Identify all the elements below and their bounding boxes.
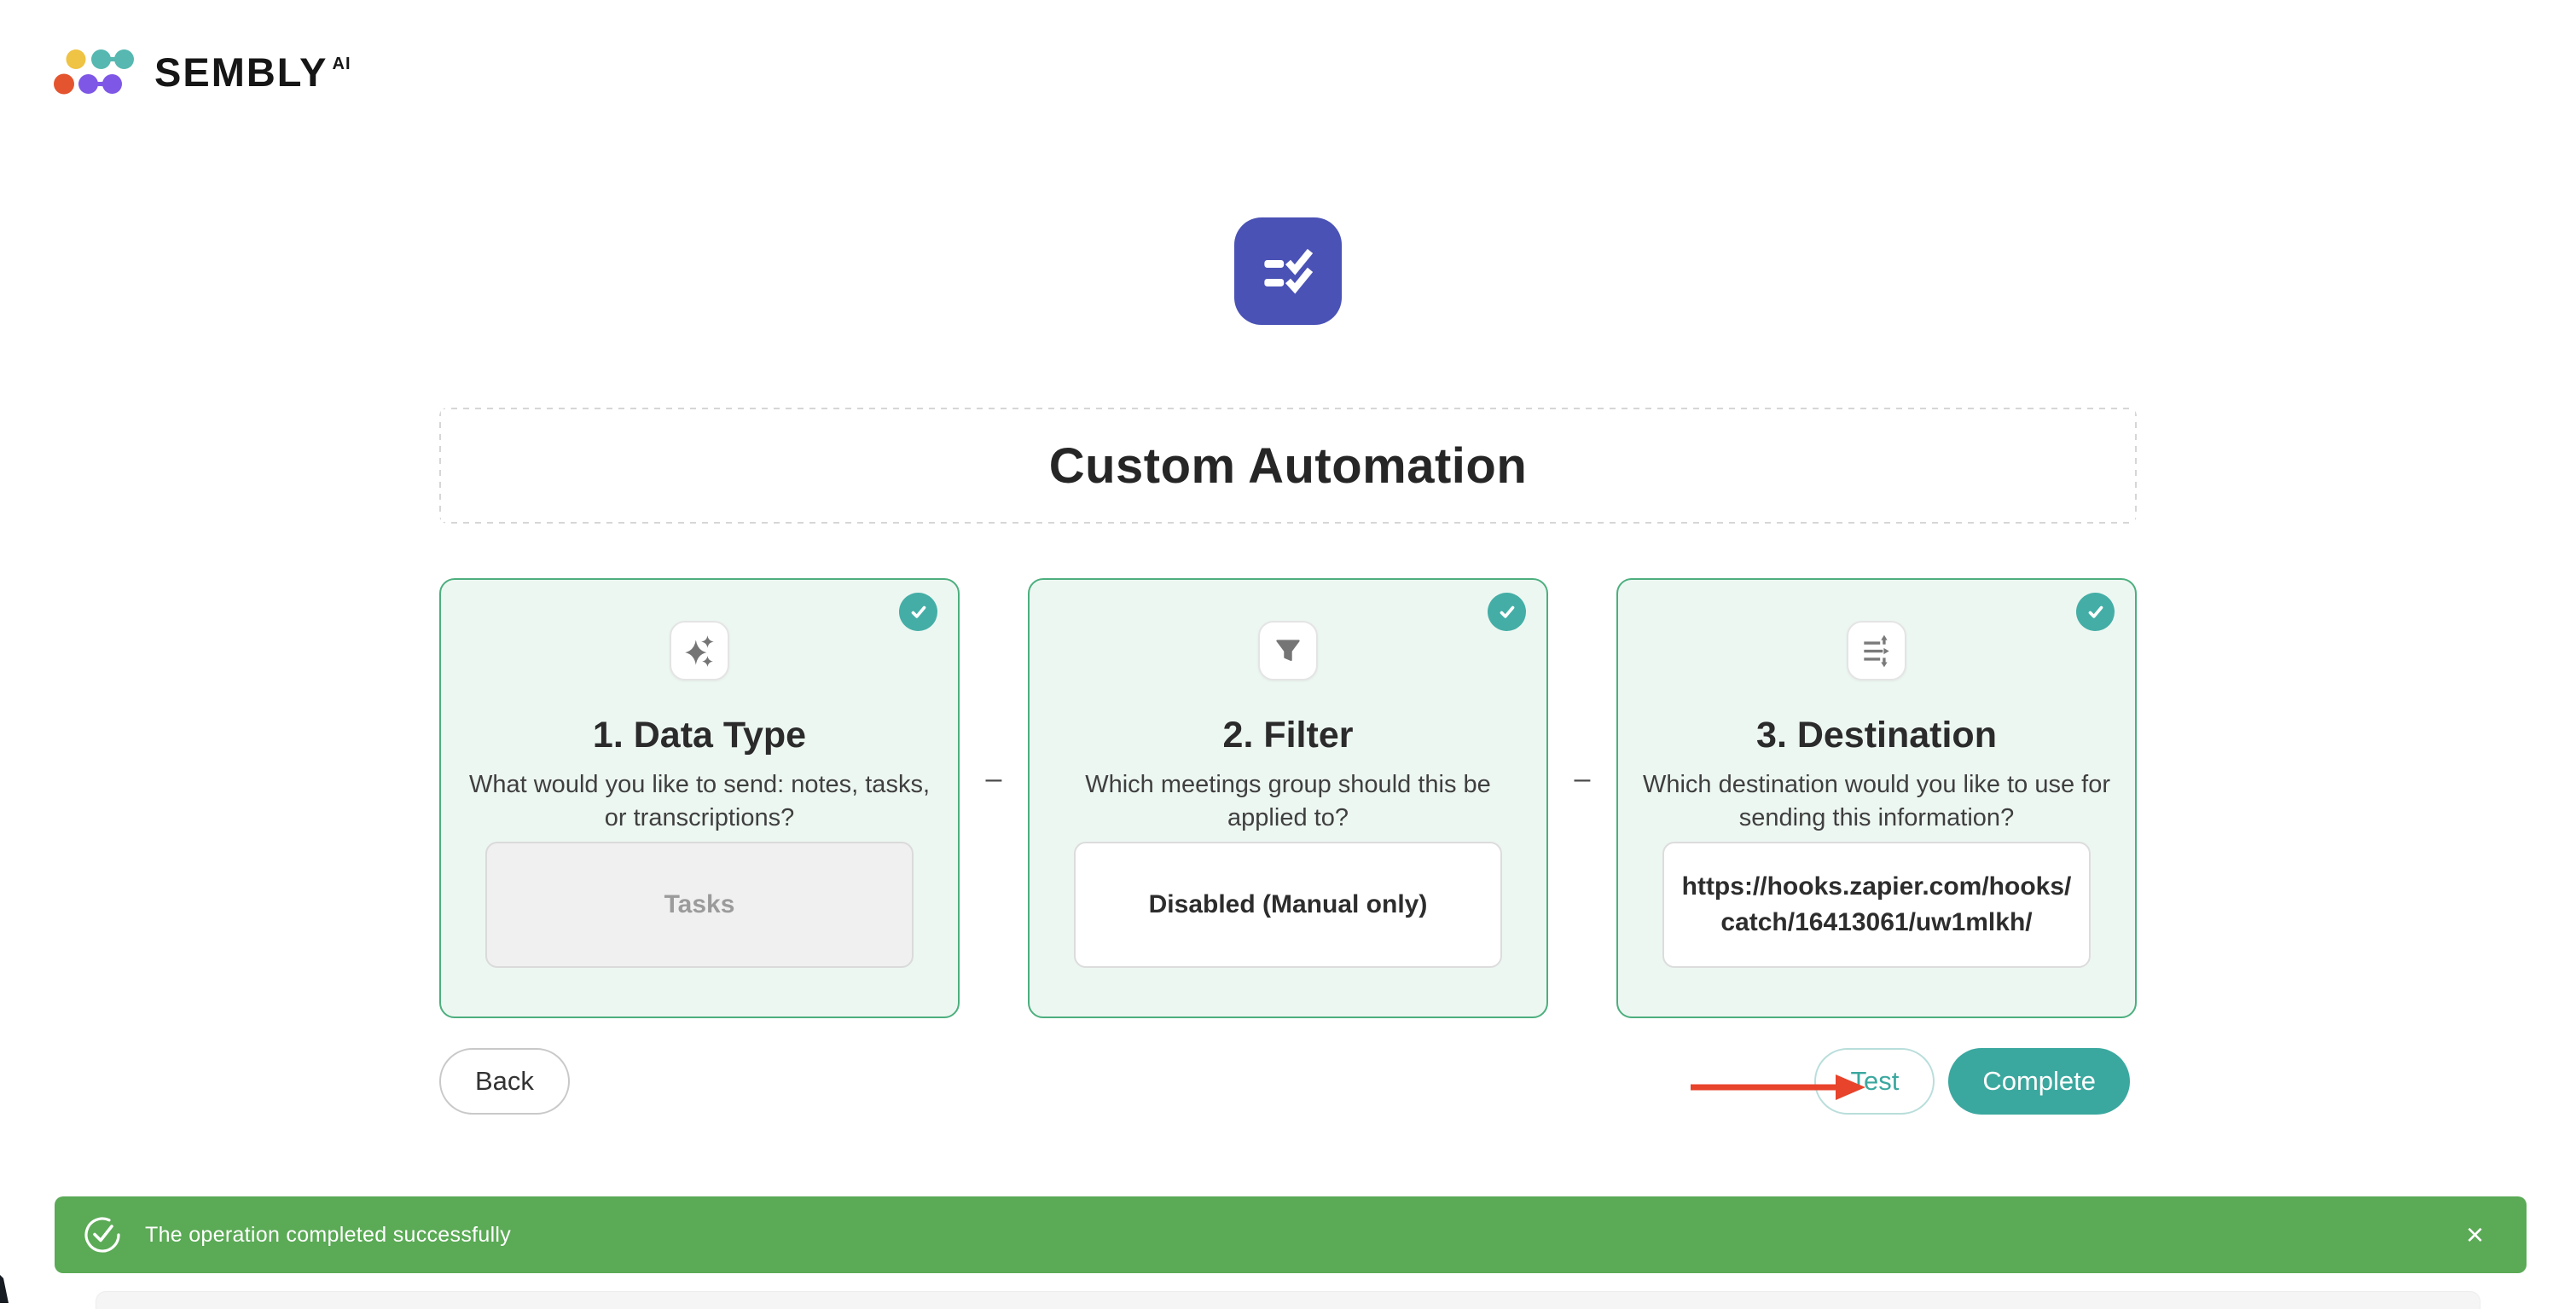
step1-title: 1. Data Type bbox=[592, 715, 807, 756]
automation-wizard: Custom Automation 1. Data Type What woul… bbox=[439, 0, 2137, 1115]
complete-button[interactable]: Complete bbox=[1948, 1048, 2130, 1115]
data-type-value-text: Tasks bbox=[664, 890, 735, 918]
step3-complete-badge bbox=[2076, 593, 2115, 631]
success-toast: The operation completed successfully × bbox=[55, 1196, 2527, 1273]
step1-complete-badge bbox=[899, 593, 937, 631]
step3-icon-box bbox=[1847, 621, 1906, 681]
brand-suffix: AI bbox=[332, 55, 351, 73]
step-card-data-type: 1. Data Type What would you like to send… bbox=[439, 578, 960, 1018]
check-icon bbox=[2088, 605, 2103, 618]
step1-description: What would you like to send: notes, task… bbox=[469, 771, 930, 831]
step2-description: Which meetings group should this be appl… bbox=[1085, 771, 1491, 831]
filter-value-text: Disabled (Manual only) bbox=[1148, 890, 1428, 918]
page-title: Custom Automation bbox=[1048, 437, 1528, 494]
step1-icon-box bbox=[670, 621, 729, 681]
test-button[interactable]: Test bbox=[1814, 1048, 1935, 1115]
step-card-destination: 3. Destination Which destination would y… bbox=[1616, 578, 2137, 1018]
sparkles-icon bbox=[685, 635, 714, 667]
cursor-artifact bbox=[0, 1275, 9, 1303]
toast-message: The operation completed successfully bbox=[145, 1222, 512, 1247]
filter-value[interactable]: Disabled (Manual only) bbox=[1074, 842, 1502, 968]
check-icon bbox=[911, 605, 925, 618]
success-check-icon bbox=[84, 1217, 120, 1253]
right-actions: Test Complete bbox=[1814, 1048, 2130, 1115]
wizard-actions: Back Test Complete bbox=[439, 1048, 2137, 1115]
step-separator-dash: – bbox=[1574, 762, 1591, 795]
check-icon bbox=[1500, 605, 1514, 618]
steps-row: 1. Data Type What would you like to send… bbox=[439, 578, 2137, 1018]
step2-complete-badge bbox=[1488, 593, 1526, 631]
transfer-arrows-icon bbox=[1864, 634, 1889, 668]
step-card-filter: 2. Filter Which meetings group should th… bbox=[1028, 578, 1548, 1018]
back-button[interactable]: Back bbox=[439, 1048, 570, 1115]
step2-title: 2. Filter bbox=[1222, 715, 1354, 756]
sembly-logo-icon bbox=[54, 49, 134, 95]
filter-icon bbox=[1276, 640, 1300, 662]
toast-close-button[interactable]: × bbox=[2461, 1219, 2489, 1250]
destination-url-line2: catch/16413061/uw1mlkh/ bbox=[1720, 908, 2033, 936]
step3-description: Which destination would you like to use … bbox=[1642, 771, 2111, 831]
step2-icon-box bbox=[1258, 621, 1318, 681]
secondary-toast-edge bbox=[96, 1291, 2480, 1309]
automation-app-icon bbox=[1234, 217, 1342, 325]
automation-title-box: Custom Automation bbox=[439, 408, 2137, 524]
data-type-value: Tasks bbox=[485, 842, 914, 968]
step3-title: 3. Destination bbox=[1756, 715, 1997, 756]
step-separator-dash: – bbox=[985, 762, 1002, 795]
checklist-icon bbox=[1264, 248, 1314, 294]
destination-url-line1: https://hooks.zapier.com/hooks/ bbox=[1681, 872, 2072, 901]
destination-value[interactable]: https://hooks.zapier.com/hooks/ catch/16… bbox=[1662, 842, 2091, 968]
